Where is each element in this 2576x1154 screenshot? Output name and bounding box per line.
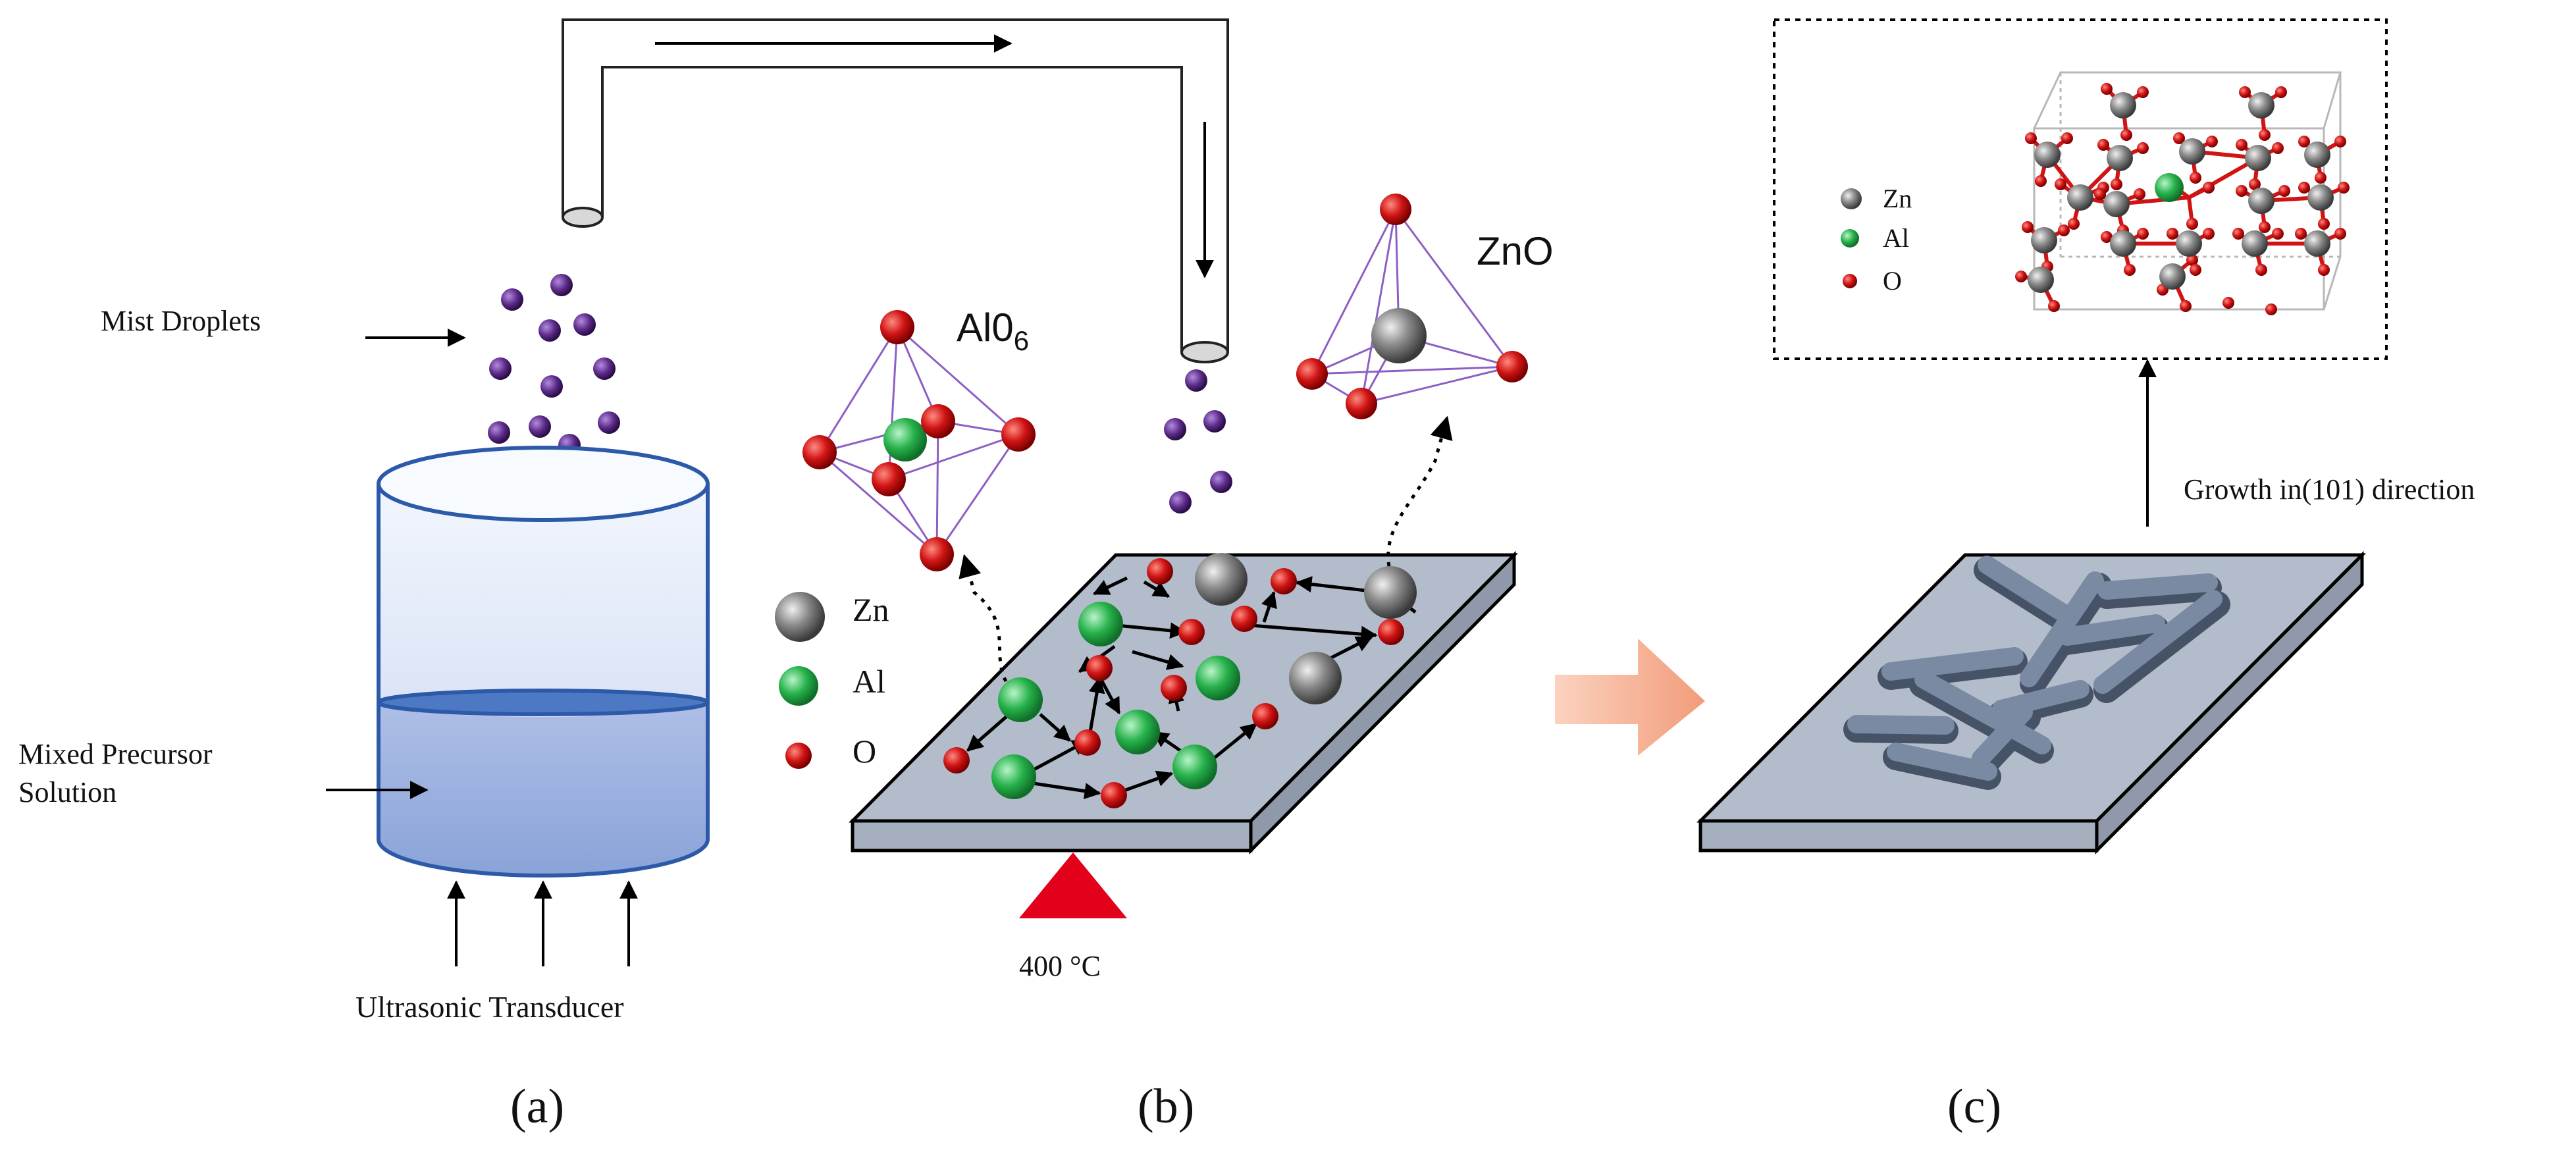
legend-c: Zn Al O — [1841, 184, 1912, 296]
surface-atoms — [943, 553, 1417, 808]
legend-zn-marker — [775, 592, 825, 642]
process-arrow — [1555, 639, 1705, 756]
heater-triangle — [1019, 852, 1127, 918]
liquid-surface — [377, 689, 710, 716]
legend-o-label: O — [853, 733, 876, 770]
growth-direction-label: Growth in(101) direction — [2184, 473, 2475, 506]
transducer-label: Ultrasonic Transducer — [355, 990, 624, 1024]
inset-legend-o-label: O — [1883, 266, 1902, 296]
legend-al-label: Al — [853, 663, 885, 700]
legend-al-marker — [779, 666, 818, 706]
zno-tetrahedron — [1296, 194, 1528, 419]
legend-b: Zn Al O — [775, 591, 889, 770]
zno-label: ZnO — [1477, 229, 1554, 273]
zno-desorption-arrow — [1386, 415, 1453, 567]
panel-label-c: (c) — [1947, 1080, 2001, 1134]
panel-label-a: (a) — [510, 1080, 564, 1134]
transducer-arrows — [447, 880, 638, 966]
inset-legend-al-label: Al — [1883, 223, 1909, 253]
panel-b: Al06 ZnO Zn — [775, 194, 1554, 1134]
precursor-label-line2: Solution — [18, 776, 117, 808]
inset-legend-o-marker — [1843, 274, 1857, 288]
precursor-label-line1: Mixed Precursor — [18, 738, 213, 770]
surface-reaction-arrows — [966, 576, 1417, 800]
nanorods — [1843, 556, 2230, 790]
panel-label-b: (b) — [1138, 1080, 1194, 1134]
mist-droplets-label: Mist Droplets — [101, 305, 261, 337]
inset-legend-al-marker — [1841, 229, 1859, 248]
inset-legend-zn-label: Zn — [1883, 184, 1912, 213]
nozzle-droplets — [1164, 369, 1232, 513]
panel-a: Mist Droplets Mixed Precursor Solution U… — [18, 18, 1229, 1134]
alo6-label: Al06 — [957, 305, 1029, 356]
legend-o-marker — [785, 743, 812, 769]
legend-zn-label: Zn — [853, 591, 889, 628]
alo6-octahedron — [802, 310, 1036, 571]
inset-legend-zn-marker — [1841, 188, 1862, 209]
zno-crystal-lattice — [2015, 71, 2350, 315]
precursor-beaker — [377, 446, 710, 878]
alo6-desorption-arrow — [959, 554, 1008, 683]
temperature-label: 400 °C — [1019, 950, 1101, 982]
panel-c: Zn Al O — [1696, 18, 2475, 1134]
delivery-tube — [562, 18, 1229, 363]
precursor-solution — [379, 702, 708, 876]
